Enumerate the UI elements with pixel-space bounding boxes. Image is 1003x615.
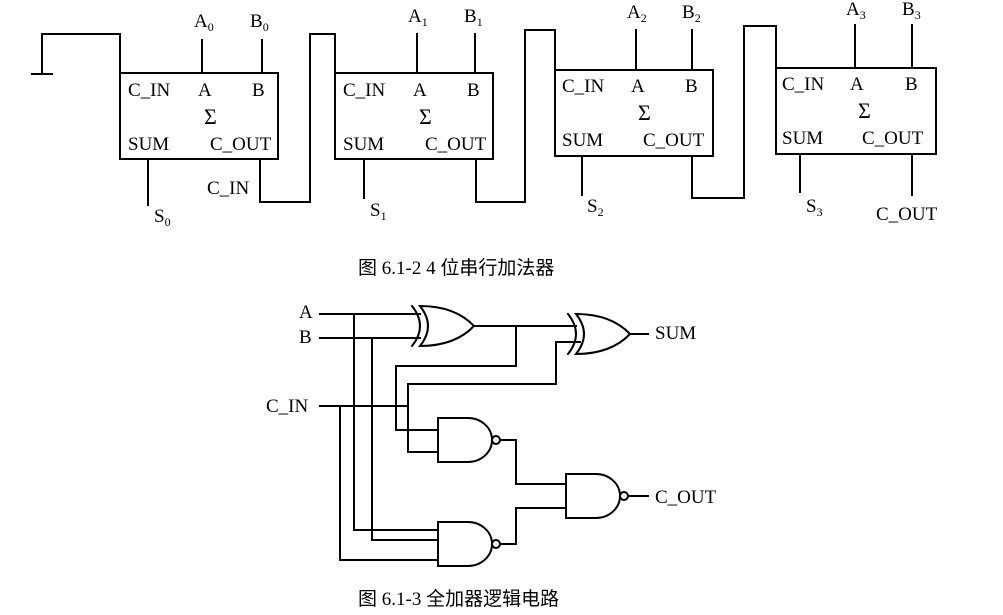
figure-caption-2: 图 6.1-3 全加器逻辑电路 (358, 588, 559, 610)
input-b2: B2 (682, 2, 701, 25)
carry-link-label: C_IN (207, 178, 250, 199)
adder-block-1: C_IN A B Σ SUM C_OUT A1 B1 S1 (334, 6, 494, 223)
block-1-sum-label: SUM (343, 134, 384, 155)
wire-cin-up (339, 341, 581, 407)
full-adder-figure: A B C_IN SUM C_OUT (266, 302, 717, 610)
input-a-label: A (299, 302, 313, 323)
block-1-a-label: A (413, 80, 427, 101)
output-s0: S0 (154, 206, 171, 229)
serial-adder-figure: C_IN A B Σ SUM C_OUT A0 B0 S0 C_IN C_IN … (31, 0, 938, 279)
output-sum-label: SUM (655, 323, 696, 344)
wire-a-to-nand2 (353, 313, 439, 531)
output-s2: S2 (587, 196, 604, 219)
input-b-label: B (299, 327, 312, 348)
carry-wire-2-3 (691, 25, 777, 199)
block-1-b-label: B (467, 80, 480, 101)
block-2-a-label: A (631, 76, 645, 97)
block-3-cout-label: C_OUT (862, 128, 924, 149)
wire-cin-to-xor2 (339, 405, 439, 561)
adder-block-0: C_IN A B Σ SUM C_OUT A0 B0 S0 (119, 11, 279, 229)
block-3-cin-label: C_IN (782, 74, 825, 95)
block-0-sigma: Σ (204, 104, 217, 129)
output-s3: S3 (806, 196, 823, 219)
wire-cin-nand1 (407, 405, 439, 453)
block-3-a-label: A (850, 74, 864, 95)
figure-caption-1: 图 6.1-2 4 位串行加法器 (358, 257, 554, 279)
wire-nand2-out (499, 507, 567, 545)
final-carry-label: C_OUT (876, 204, 938, 225)
wire-nand1-out (499, 439, 567, 485)
adder-block-2: C_IN A B Σ SUM C_OUT A2 B2 S2 (554, 2, 714, 219)
xor-gate-2 (566, 312, 632, 356)
input-a3: A3 (846, 0, 866, 22)
input-a0: A0 (194, 11, 214, 34)
block-3-sigma: Σ (858, 98, 871, 123)
block-2-cout-label: C_OUT (643, 130, 705, 151)
block-0-b-label: B (252, 80, 265, 101)
adder-block-3: C_IN A B Σ SUM C_OUT A3 B3 S3 C_OUT (775, 0, 938, 225)
input-a1: A1 (408, 6, 428, 29)
block-3-b-label: B (905, 74, 918, 95)
nand-gate-1 (437, 417, 501, 463)
block-1-sigma: Σ (419, 104, 432, 129)
block-0-cin-label: C_IN (128, 80, 171, 101)
output-s1: S1 (370, 200, 387, 223)
block-2-sum-label: SUM (562, 130, 603, 151)
input-b3: B3 (902, 0, 921, 22)
ground-symbol (31, 33, 121, 89)
block-1-cout-label: C_OUT (425, 134, 487, 155)
block-0-cout-label: C_OUT (210, 134, 272, 155)
block-3-sum-label: SUM (782, 128, 823, 149)
block-2-cin-label: C_IN (562, 76, 605, 97)
block-0-a-label: A (198, 80, 212, 101)
carry-wire-1-2 (475, 29, 556, 203)
output-cout-label: C_OUT (655, 487, 717, 508)
wire-xor1-to-nand (395, 325, 517, 431)
input-a2: A2 (627, 2, 647, 25)
input-cin-label: C_IN (266, 396, 309, 417)
nand-gate-3 (565, 473, 629, 519)
input-b1: B1 (464, 6, 483, 29)
xor-gate-1 (410, 304, 476, 348)
block-0-sum-label: SUM (128, 134, 169, 155)
input-b0: B0 (250, 11, 269, 34)
carry-wire-0-1 (259, 33, 336, 203)
block-1-cin-label: C_IN (343, 80, 386, 101)
block-2-b-label: B (685, 76, 698, 97)
wire-b-to-nand2 (371, 337, 439, 541)
block-2-sigma: Σ (638, 100, 651, 125)
nand-gate-2 (437, 521, 501, 567)
